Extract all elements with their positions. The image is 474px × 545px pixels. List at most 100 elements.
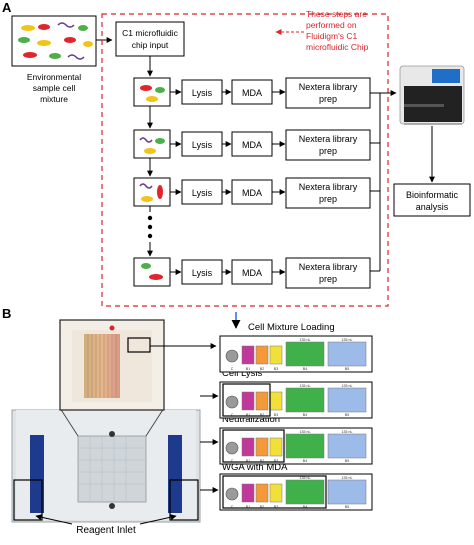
volume-label: 135 nL	[342, 476, 353, 480]
nextera-line1: Nextera library	[299, 134, 358, 144]
well-label: B2	[260, 367, 264, 371]
reagent-arrow-left	[35, 514, 73, 525]
well-label: B3	[274, 505, 278, 509]
volume-label: 135 nL	[342, 384, 353, 388]
inlet-well	[225, 349, 239, 363]
bioinformatic-line2: analysis	[416, 202, 449, 212]
step-title: Neutralization	[222, 414, 280, 425]
reagent-well	[269, 345, 283, 365]
env-caption-line1: Environmental	[27, 72, 81, 82]
note-line1: These steps are	[306, 9, 367, 19]
inlet-well	[225, 395, 239, 409]
well-label: B1	[246, 459, 250, 463]
env-caption-line2: sample cell	[33, 83, 76, 93]
well-label: B5	[345, 459, 349, 463]
well-label: B4	[303, 367, 307, 371]
well-label: B1	[246, 413, 250, 417]
environmental-sample-box	[11, 15, 97, 67]
well-label: B4	[303, 459, 307, 463]
reagent-well	[241, 483, 255, 503]
reagent-inlet-label: Reagent Inlet	[76, 525, 136, 536]
mda-box	[231, 131, 273, 157]
lysis-label: Lysis	[192, 88, 213, 98]
well-label: B4	[303, 505, 307, 509]
well-label: B4	[303, 413, 307, 417]
reagent-inlet-right	[169, 479, 199, 521]
well-label: C	[231, 459, 234, 463]
reagent-well	[241, 437, 255, 457]
sequencer-icon	[399, 65, 465, 125]
panel-b-label: B	[2, 306, 11, 321]
mda-label: MDA	[242, 140, 262, 150]
lysis-label: Lysis	[192, 188, 213, 198]
step-highlight-box	[222, 475, 327, 509]
nextera-box	[285, 129, 371, 161]
chamber-green	[285, 341, 325, 367]
step-highlight-box	[222, 383, 271, 417]
env-caption-line3: mixture	[40, 94, 68, 104]
chip-zoom-inset	[59, 319, 165, 411]
volume-label: 135 nL	[300, 338, 311, 342]
ellipsis-dot	[147, 215, 153, 221]
lysis-label: Lysis	[192, 140, 213, 150]
well-label: B1	[246, 367, 250, 371]
volume-label: 135 nL	[300, 430, 311, 434]
chamber-blue	[327, 433, 367, 459]
reagent-well	[255, 345, 269, 365]
reagent-well	[241, 345, 255, 365]
mda-box	[231, 179, 273, 205]
nextera-line2: prep	[319, 146, 337, 156]
reagent-arrow-right	[139, 514, 177, 525]
nextera-box	[285, 257, 371, 289]
lysis-box	[181, 179, 223, 205]
bioinformatic-line1: Bioinformatic	[406, 190, 459, 200]
reagent-well	[269, 483, 283, 503]
bioinformatic-box	[393, 183, 471, 217]
mda-box	[231, 259, 273, 285]
chip-input-box	[115, 21, 185, 57]
well-label: B2	[260, 413, 264, 417]
nextera-line2: prep	[319, 194, 337, 204]
mda-label: MDA	[242, 268, 262, 278]
chamber-green	[285, 387, 325, 413]
mda-label: MDA	[242, 188, 262, 198]
volume-label: 135 nL	[342, 430, 353, 434]
reagent-well	[255, 437, 269, 457]
reagent-well	[255, 391, 269, 411]
panel-a-label: A	[2, 0, 12, 15]
c1-chip-region	[101, 13, 389, 307]
mda-box	[231, 79, 273, 105]
well-label: B5	[345, 505, 349, 509]
chamber-box	[133, 177, 171, 207]
nextera-line1: Nextera library	[299, 82, 358, 92]
ellipsis-dot	[147, 224, 153, 230]
volume-label: 135 nL	[342, 338, 353, 342]
chamber-blue	[327, 387, 367, 413]
well-label: B1	[246, 505, 250, 509]
inlet-well	[225, 487, 239, 501]
well-label: B3	[274, 367, 278, 371]
well-label: B2	[260, 505, 264, 509]
process-row: Lysis MDA Nextera library prep	[133, 129, 371, 161]
well-label: C	[231, 413, 234, 417]
note-line3: Fluidigm's C1	[306, 31, 357, 41]
lysis-label: Lysis	[192, 268, 213, 278]
step-title: WGA with MDA	[222, 462, 288, 473]
chamber-green	[285, 479, 325, 505]
well-label: B3	[274, 459, 278, 463]
well-label: B2	[260, 459, 264, 463]
well-label: C	[231, 505, 234, 509]
volume-label: 135 nL	[300, 384, 311, 388]
well-label: B5	[345, 367, 349, 371]
nextera-line2: prep	[319, 94, 337, 104]
note-line2: performed on	[306, 20, 357, 30]
chip-input-line2: chip input	[132, 40, 169, 50]
well-label: B5	[345, 413, 349, 417]
nextera-line1: Nextera library	[299, 182, 358, 192]
nextera-box	[285, 177, 371, 209]
note-line4: microfluidic Chip	[306, 42, 369, 52]
step-title: Cell Lysis	[222, 368, 263, 379]
chip-input-line1: C1 microfluidic	[122, 28, 178, 38]
process-row: Lysis MDA Nextera library prep	[133, 77, 371, 109]
